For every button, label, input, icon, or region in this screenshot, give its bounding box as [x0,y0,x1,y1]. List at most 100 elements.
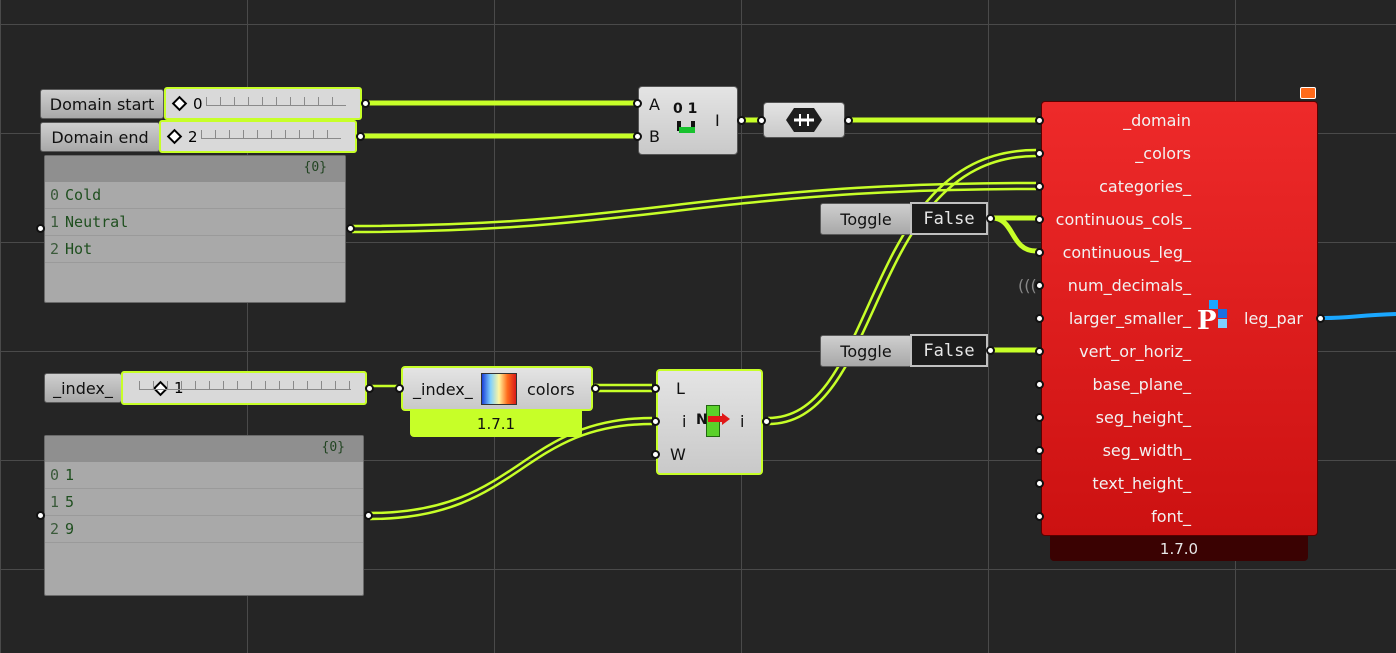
legend-par-component[interactable]: _domain _colors categories_ continuous_c… [1041,101,1318,536]
list-item-component[interactable]: L i W i N [656,369,763,475]
legend-par-icon: P [1197,300,1237,336]
wire-list-to-colors-b [767,154,1037,426]
legend-input-domain-port[interactable] [1035,116,1044,125]
construct-output-port[interactable] [737,116,746,125]
wireless-indicator-icon: ((( [1018,276,1037,295]
toggle-2-output-port[interactable] [986,346,995,355]
input-label: continuous_cols_ [1055,210,1191,229]
wire-panel-to-categories-a [351,181,1037,228]
list-input-w-label: W [670,445,686,464]
legend-input-text-height-port[interactable] [1035,479,1044,488]
construct-input-b-port[interactable] [633,132,642,141]
panel-values-input-port[interactable] [36,511,45,520]
index-label[interactable]: _index_ [44,373,122,403]
wire-panel2-to-list-a [369,416,653,515]
domain-start-label[interactable]: Domain start [40,89,164,119]
hex-output-port[interactable] [844,116,853,125]
index-output-port[interactable] [365,384,374,393]
component-flag-icon [1300,87,1316,99]
input-label: font_ [1151,507,1191,526]
legend-input-categories-port[interactable] [1035,182,1044,191]
legend-input-font-port[interactable] [1035,512,1044,521]
legend-input-colors-port[interactable] [1035,149,1044,158]
wire-panel2-to-list-b [369,422,653,521]
slider-track[interactable] [201,130,341,139]
legend-input-continuous-leg-port[interactable] [1035,248,1044,257]
color-range-version: 1.7.1 [410,411,582,437]
input-label: larger_smaller_ [1068,309,1191,328]
domain-end-value: 2 [188,127,198,146]
list-input-l-port[interactable] [651,384,660,393]
input-label: num_decimals_ [1067,276,1191,295]
panel-categories-input-port[interactable] [36,224,45,233]
slider-track[interactable] [206,97,346,106]
input-label: seg_height_ [1095,408,1191,427]
color-range-output-label: colors [527,380,575,399]
legend-input-seg-height-port[interactable] [1035,413,1044,422]
hex-input-port[interactable] [757,116,766,125]
construct-domain-component[interactable]: A B I 0 1 [638,86,738,155]
legend-input-num-decimals-port[interactable] [1035,281,1044,290]
legend-input-larger-smaller-port[interactable] [1035,314,1044,323]
color-range-output-port[interactable] [591,384,600,393]
panel-categories-output-port[interactable] [346,224,355,233]
domain-start-output-port[interactable] [361,99,370,108]
toggle-1-label[interactable]: Toggle [820,203,912,235]
legend-input-seg-width-port[interactable] [1035,446,1044,455]
input-label: base_plane_ [1092,375,1191,394]
input-label: _domain [1123,111,1191,130]
list-item-icon: N [696,403,730,437]
input-label: text_height_ [1092,474,1191,493]
input-label: continuous_leg_ [1062,243,1191,262]
list-input-w-port[interactable] [651,450,660,459]
legend-input-base-plane-port[interactable] [1035,380,1044,389]
toggle-2-value[interactable]: False [910,334,988,367]
toggle-1-output-port[interactable] [986,214,995,223]
list-input-l-label: L [676,379,685,398]
toggle-2-label[interactable]: Toggle [820,335,912,367]
wire-list-to-colors-a [767,148,1037,420]
domain-end-slider[interactable]: 2 [159,120,357,153]
slider-track[interactable] [139,381,351,390]
legend-input-continuous-cols-port[interactable] [1035,215,1044,224]
slider-diamond-icon [171,95,188,112]
index-slider[interactable]: 1 [121,371,367,405]
input-b-label: B [649,127,660,146]
legend-par-output-label: leg_par [1244,309,1303,328]
color-range-component[interactable]: _index_ colors [401,366,593,411]
list-output-port[interactable] [762,417,771,426]
construct-domain-icon: 0 1 [671,101,703,137]
output-i-label: I [715,111,720,130]
list-output-i-label: i [740,412,745,431]
list-input-i-label: i [682,412,687,431]
color-range-input-port[interactable] [395,384,404,393]
toggle-1-value[interactable]: False [910,202,988,235]
domain-start-slider[interactable]: 0 [164,87,362,120]
panel-header: {0} [45,436,363,462]
legend-par-version: 1.7.0 [1050,536,1308,561]
domain-end-label[interactable]: Domain end [40,122,160,152]
hex-relay-component[interactable] [763,102,845,138]
panel-header: {0} [45,156,345,182]
construct-input-a-port[interactable] [633,99,642,108]
domain-start-value: 0 [193,94,203,113]
panel-values-output-port[interactable] [364,511,373,520]
list-input-i-port[interactable] [651,417,660,426]
input-label: categories_ [1099,177,1191,196]
input-a-label: A [649,95,660,114]
input-label: vert_or_horiz_ [1079,342,1191,361]
legend-input-vert-or-horiz-port[interactable] [1035,347,1044,356]
input-label: seg_width_ [1102,441,1191,460]
input-label: _colors [1135,144,1191,163]
hexagon-icon [786,108,822,132]
domain-end-output-port[interactable] [356,132,365,141]
wire-panel-to-categories-b [351,187,1037,234]
color-range-input-label: _index_ [413,380,473,399]
legend-output-port[interactable] [1316,314,1325,323]
